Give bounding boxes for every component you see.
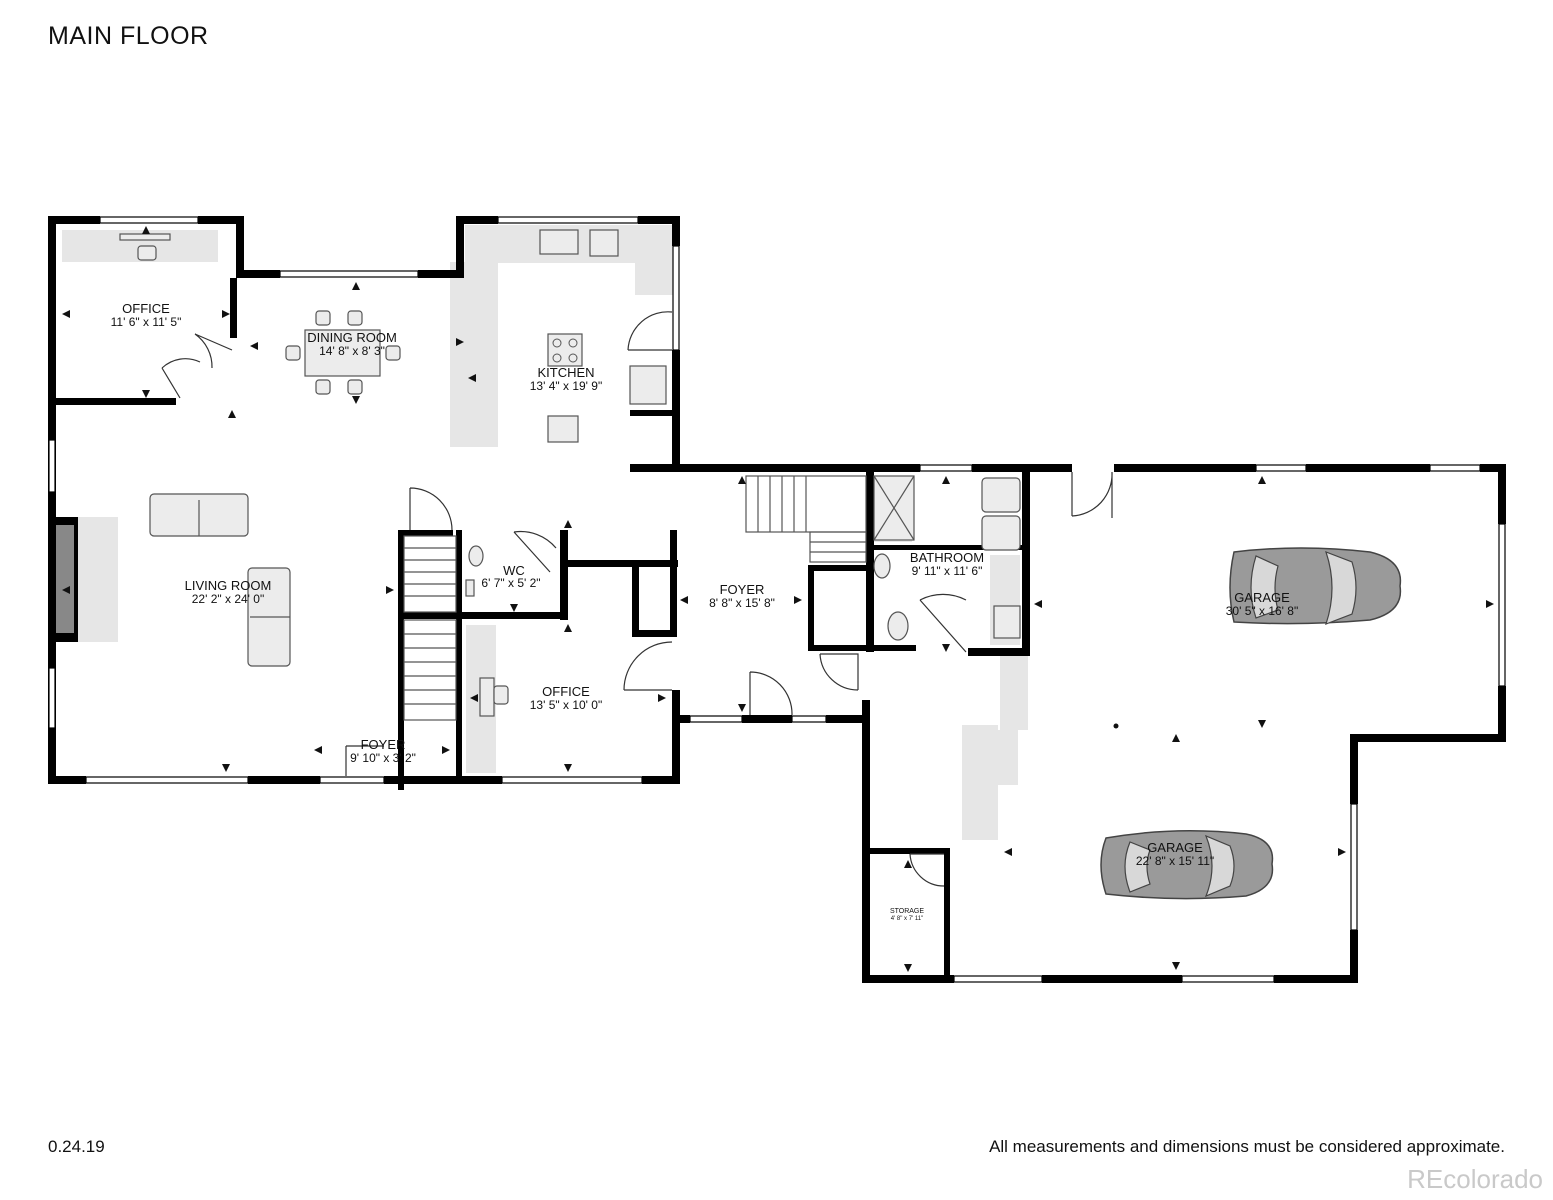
room-name: FOYER bbox=[361, 737, 406, 752]
sink-icon bbox=[539, 229, 579, 255]
room-name: GARAGE bbox=[1147, 840, 1203, 855]
window-icon bbox=[1429, 464, 1481, 472]
room-dims: 14' 8" x 8' 3" bbox=[319, 344, 385, 358]
sink-icon bbox=[547, 415, 579, 443]
toilet-icon bbox=[465, 579, 475, 597]
stairs-icon bbox=[403, 475, 867, 721]
room-name: STORAGE bbox=[890, 908, 924, 915]
room-dims: 22' 2" x 24' 0" bbox=[192, 592, 264, 606]
room-dims: 9' 10" x 3' 2" bbox=[350, 751, 416, 765]
disclaimer-text: All measurements and dimensions must be … bbox=[989, 1137, 1505, 1156]
page-title: MAIN FLOOR bbox=[48, 22, 209, 50]
version-label: 0.24.19 bbox=[48, 1137, 105, 1156]
window-icon bbox=[48, 667, 56, 729]
window-icon bbox=[501, 776, 643, 784]
room-name: LIVING ROOM bbox=[185, 578, 272, 593]
furniture bbox=[119, 229, 1021, 717]
desk-icon bbox=[119, 233, 171, 261]
window-icon bbox=[1255, 464, 1307, 472]
room-name: OFFICE bbox=[122, 301, 170, 316]
sofa-icon bbox=[149, 493, 291, 667]
door-swing-icon bbox=[161, 311, 1113, 887]
room-dims: 8' 8" x 15' 8" bbox=[709, 596, 775, 610]
dryer-icon bbox=[981, 515, 1021, 551]
window-icon bbox=[1350, 803, 1358, 931]
room-dims: 13' 5" x 10' 0" bbox=[530, 698, 602, 712]
window-icon bbox=[319, 776, 385, 784]
window-icon bbox=[689, 715, 743, 723]
room-dims: 4' 8" x 7' 11" bbox=[891, 916, 923, 922]
room-name: GARAGE bbox=[1234, 590, 1290, 605]
room-dims: 9' 11" x 11' 6" bbox=[912, 564, 983, 578]
room-dims: 13' 4" x 19' 9" bbox=[530, 379, 602, 393]
room-name: KITCHEN bbox=[537, 365, 594, 380]
window-icon bbox=[919, 464, 973, 472]
windows bbox=[48, 216, 1506, 983]
room-name: FOYER bbox=[720, 582, 765, 597]
room-name: WC bbox=[503, 563, 525, 578]
room-name: DINING ROOM bbox=[307, 330, 397, 345]
washer-icon bbox=[981, 477, 1021, 513]
measurement-markers bbox=[62, 226, 1494, 972]
room-dims: 11' 6" x 11' 5" bbox=[111, 315, 182, 329]
desk-icon bbox=[479, 677, 509, 717]
window-icon bbox=[953, 975, 1043, 983]
window-icon bbox=[672, 245, 680, 351]
room-dims: 30' 5" x 16' 8" bbox=[1226, 604, 1298, 618]
window-icon bbox=[279, 270, 419, 278]
sink-icon bbox=[468, 545, 484, 567]
room-dims: 22' 8" x 15' 11" bbox=[1136, 854, 1214, 868]
toilet-icon bbox=[887, 611, 909, 641]
window-icon bbox=[1181, 975, 1275, 983]
walls bbox=[48, 216, 1506, 983]
window-icon bbox=[48, 439, 56, 493]
room-name: BATHROOM bbox=[910, 550, 984, 565]
dining-table-icon bbox=[285, 310, 401, 395]
window-icon bbox=[1498, 523, 1506, 687]
window-icon bbox=[85, 776, 249, 784]
room-dims: 6' 7" x 5' 2" bbox=[481, 576, 540, 590]
sink-icon bbox=[993, 605, 1021, 639]
room-name: OFFICE bbox=[542, 684, 590, 699]
room-labels: OFFICE 11' 6" x 11' 5" DINING ROOM 14' 8… bbox=[111, 301, 1299, 922]
window-icon bbox=[99, 216, 199, 224]
sink-icon bbox=[873, 553, 891, 579]
watermark: REcolorado bbox=[1407, 1164, 1543, 1194]
range-icon bbox=[547, 333, 583, 367]
car-icon bbox=[1100, 547, 1402, 900]
window-icon bbox=[791, 715, 827, 723]
window-icon bbox=[497, 216, 639, 224]
